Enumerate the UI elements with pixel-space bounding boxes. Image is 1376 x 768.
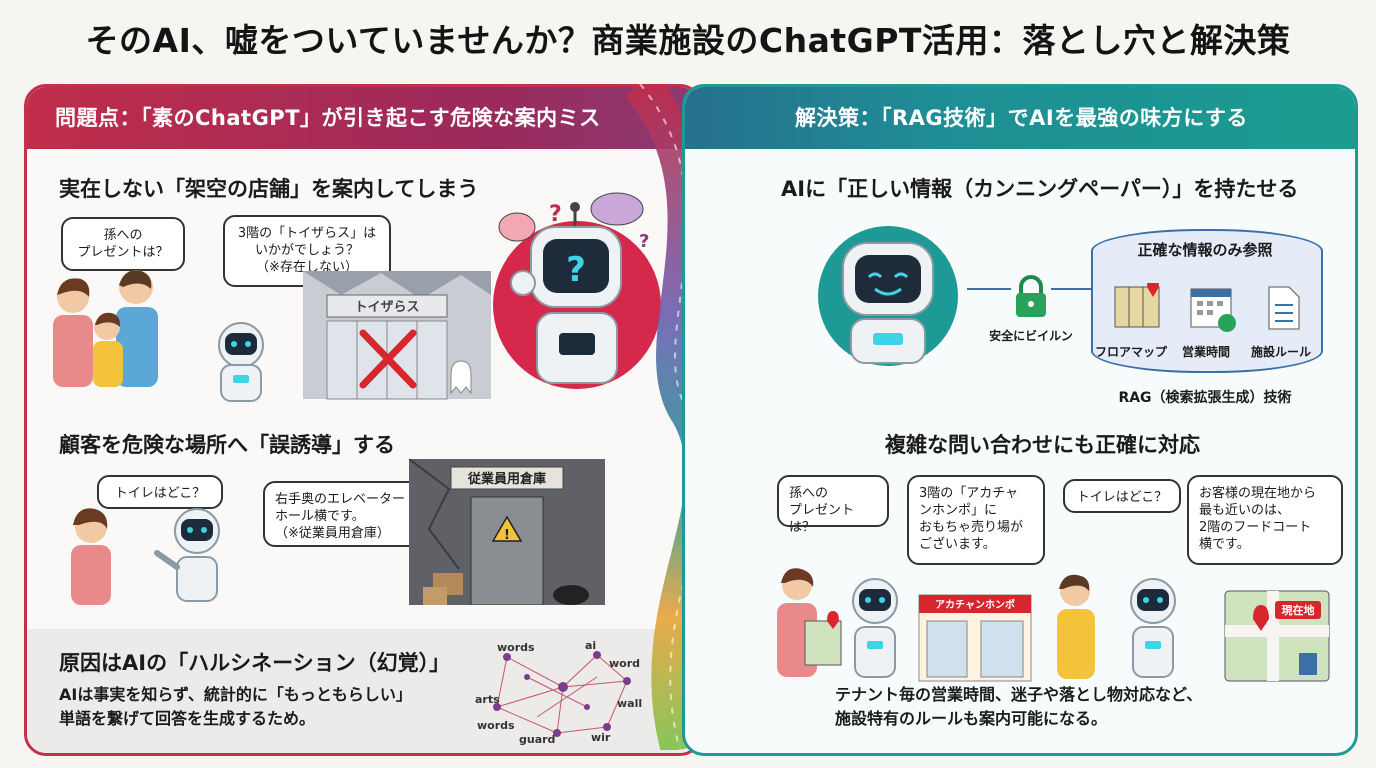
info-icons xyxy=(1114,283,1300,332)
network-word: ai xyxy=(585,639,596,652)
page-title: そのAI、嘘をついていませんか？商業施設のChatGPT活用：落とし穴と解決策 xyxy=(85,21,1291,60)
connector-line xyxy=(967,288,1011,290)
connector-line xyxy=(1051,288,1091,290)
storefront-icon: トイザらス xyxy=(303,271,491,400)
woman-with-map-icon xyxy=(777,568,842,677)
network-word: wir xyxy=(591,731,611,744)
svg-text:?: ? xyxy=(639,231,649,252)
door-sign: 従業員用倉庫 xyxy=(467,471,546,487)
misguide-title: 顧客を危険な場所へ「誤誘導」する xyxy=(59,433,395,457)
accurate-response-title: 複雑な問い合わせにも正確に対応 xyxy=(885,433,1200,457)
solution-header: 解決策：「RAG技術」でAIを最強の味方にする xyxy=(685,87,1355,149)
robot-icon xyxy=(218,322,264,402)
solution-panel: 解決策：「RAG技術」でAIを最強の味方にする AIに「正しい情報（カンニングペ… xyxy=(682,84,1358,756)
fake-store-illustration: トイザらス xyxy=(53,270,491,402)
network-word: words xyxy=(497,641,535,654)
customer-bubble: 孫への プレゼントは？ xyxy=(61,217,185,271)
problem-panel: 問題点：「素のChatGPT」が引き起こす危険な案内ミス 実在しない「架空の店舗… xyxy=(24,84,702,756)
network-word: words xyxy=(477,719,515,732)
robot-icon-3 xyxy=(852,578,898,678)
network-word: guard xyxy=(519,733,555,745)
happy-robot-illustration xyxy=(818,226,958,366)
customer-bubble-2: トイレはどこ？ xyxy=(97,475,223,509)
info-item: 施設ルール xyxy=(1250,345,1311,359)
lock-label: 安全にビイルン xyxy=(989,329,1073,343)
cause-description: AIは事実を知らず、統計的に「もっともらしい」 単語を繋げて回答を生成するため。 xyxy=(59,685,412,728)
lock-icon xyxy=(1016,275,1046,317)
family-icon xyxy=(53,270,158,387)
calendar-clock-icon xyxy=(1190,288,1236,332)
warning-icon: ! xyxy=(504,528,510,543)
info-item: 営業時間 xyxy=(1181,345,1230,359)
confused-robot-illustration: ? ? ? xyxy=(493,192,661,389)
robot-bubble-3: 3階の「アカチャ ンホンポ」に おもちゃ売り場が ございます。 xyxy=(907,475,1045,565)
woman-icon xyxy=(71,508,111,605)
rag-label: RAG（検索拡張生成）技術 xyxy=(1118,390,1292,406)
location-map-icon: 現在地 xyxy=(1224,590,1330,682)
solution-description: テナント毎の営業時間、迷子や落とし物対応など、 施設特有のルールも案内可能になる… xyxy=(835,685,1203,728)
map-label: 現在地 xyxy=(1282,603,1315,617)
fake-store-title: 実在しない「架空の店舗」を案内してしまう xyxy=(59,177,479,201)
robot-bubble-2: 右手奥のエレベーター ホール横です。 （※従業員用倉庫） xyxy=(263,481,425,547)
db-title: 正確な情報のみ参照 xyxy=(1137,241,1273,259)
man-icon xyxy=(1057,574,1095,679)
toilet-question-illustration xyxy=(71,508,220,605)
robot-bubble-4: お客様の現在地から 最も近いのは、 2階のフードコート 横です。 xyxy=(1187,475,1343,565)
cause-band xyxy=(27,629,699,753)
document-icon xyxy=(1268,286,1300,330)
cheat-sheet-title: AIに「正しい情報（カンニングペーパー）」を持たせる xyxy=(781,177,1299,201)
storage-door-illustration: 従業員用倉庫 ! xyxy=(409,459,605,605)
network-word: arts xyxy=(475,693,500,706)
network-word: word xyxy=(609,657,640,670)
robot-icon-4 xyxy=(1130,578,1176,678)
info-item: フロアマップ xyxy=(1094,345,1167,359)
cause-title: 原因はAIの「ハルシネーション（幻覚）」 xyxy=(59,651,451,675)
network-word: wall xyxy=(617,697,642,710)
shop-icon: アカチャンホンポ xyxy=(918,594,1032,682)
shop-sign: アカチャンホンポ xyxy=(935,598,1015,611)
problem-header: 問題点：「素のChatGPT」が引き起こす危険な案内ミス xyxy=(27,87,699,149)
accurate-response-illustration: アカチャンホンポ 現在地 xyxy=(777,568,1330,682)
floor-map-icon xyxy=(1114,283,1160,328)
svg-text:?: ? xyxy=(566,250,586,290)
customer-bubble-3: 孫への プレゼントは？ xyxy=(777,475,889,535)
robot-icon-2 xyxy=(154,508,220,602)
store-sign: トイザらス xyxy=(354,300,419,315)
customer-bubble-4: トイレはどこ？ xyxy=(1063,479,1181,513)
question-mark-icon: ? xyxy=(549,202,562,227)
word-network-illustration: words ai word arts wall words guard wir xyxy=(475,639,642,745)
